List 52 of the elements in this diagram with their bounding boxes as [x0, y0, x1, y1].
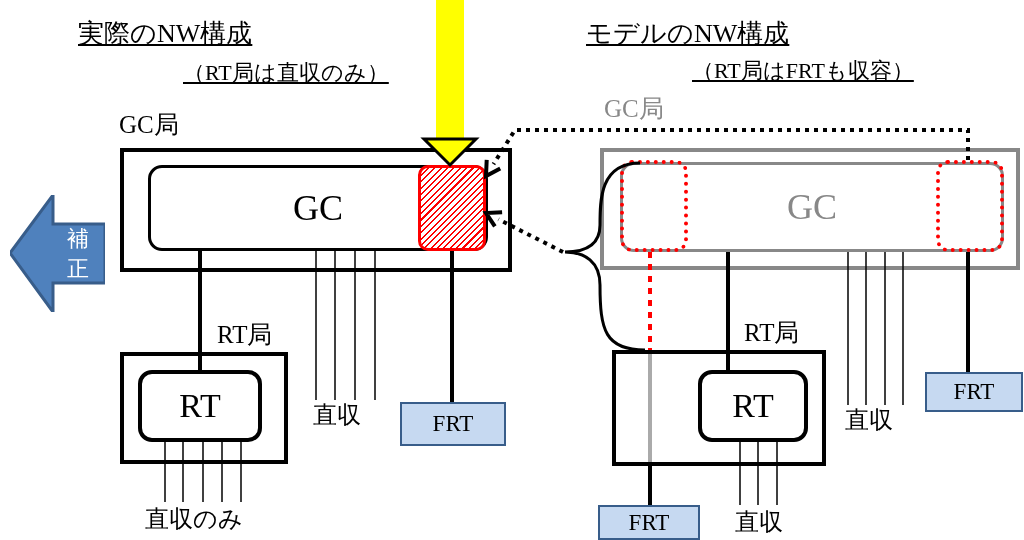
connector-line — [739, 441, 741, 506]
connector-line — [240, 441, 242, 503]
node-label: GC — [787, 186, 837, 228]
large-arrow — [422, 0, 478, 167]
connector-line — [865, 251, 867, 406]
connector-line — [847, 251, 849, 406]
heading: モデルのNW構成 — [586, 18, 790, 50]
connector-line — [884, 251, 886, 406]
connector-line — [776, 441, 778, 506]
arrow — [484, 128, 970, 178]
station-name: GC局 — [604, 94, 664, 124]
dotted-box — [620, 160, 688, 252]
connector-line — [648, 252, 652, 350]
frt-box — [400, 402, 506, 446]
heading: （RT局はFRTも収容） — [692, 57, 914, 85]
equipment-box — [698, 370, 808, 442]
connector-line — [202, 441, 204, 503]
node-label: FRT — [628, 509, 670, 536]
heading: 実際のNW構成 — [78, 18, 253, 50]
connector-line — [164, 441, 166, 503]
station-name: RT局 — [217, 320, 273, 350]
node-label: 直収 — [845, 406, 893, 435]
equipment-box — [148, 165, 488, 251]
station-name: RT局 — [744, 318, 800, 348]
node-label: 直収 — [735, 508, 783, 537]
node-label: 直収 — [313, 401, 361, 430]
frt-box — [925, 372, 1023, 412]
station-name: GC局 — [119, 110, 179, 140]
node-label: RT — [179, 387, 221, 425]
left-arrow-shape — [10, 195, 105, 312]
connector-line — [757, 441, 759, 506]
node-label: FRT — [432, 411, 474, 437]
node-label: GC — [293, 187, 343, 229]
connector-line — [182, 441, 184, 503]
arrow — [484, 210, 564, 254]
hatched-box — [418, 165, 486, 251]
frt-box — [598, 505, 700, 540]
equipment-box — [138, 370, 262, 442]
connector-line — [221, 441, 223, 503]
connector-line — [354, 250, 356, 401]
node-label: 補正 — [65, 224, 90, 283]
node-label: FRT — [953, 379, 995, 405]
node-label: 直収のみ — [145, 505, 243, 534]
brace — [563, 160, 645, 352]
heading: （RT局は直収のみ） — [183, 59, 389, 87]
equipment-box — [620, 162, 1004, 252]
connector-line — [334, 250, 336, 401]
connector-line — [374, 250, 376, 401]
dotted-box — [936, 160, 1004, 252]
connector-line — [902, 251, 904, 406]
connector-line — [315, 250, 317, 401]
node-label: RT — [732, 387, 774, 425]
